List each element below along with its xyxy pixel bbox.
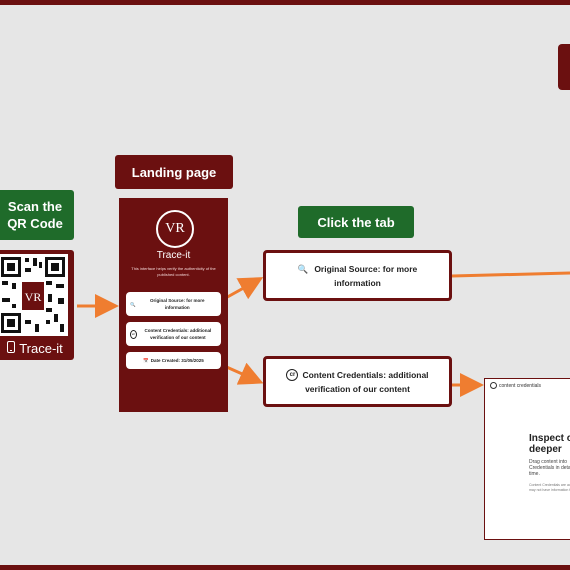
qr-logo: VR xyxy=(25,290,42,304)
landing-date-button[interactable]: 📅 Date Created: 31/05/2025 xyxy=(126,352,221,369)
click-tab-label: Click the tab xyxy=(298,206,414,238)
calendar-icon: 📅 xyxy=(143,358,149,363)
doc-brand: content credentials xyxy=(499,382,541,389)
original-source-card[interactable]: 🔍 Original Source: for more information xyxy=(263,250,452,301)
qr-caption-text: Trace-it xyxy=(19,340,63,356)
landing-subtitle: This interface helps verify the authenti… xyxy=(131,266,216,277)
arrow-landing-to-source xyxy=(221,277,264,302)
trace-it-logo: VR xyxy=(156,210,194,248)
content-credentials-preview: content credentials Inspect c deeper Dra… xyxy=(484,378,570,540)
arrow-source-offscreen xyxy=(451,271,570,278)
doc-header: content credentials xyxy=(490,382,541,389)
offscreen-label-box xyxy=(558,44,570,90)
cr-icon: cr xyxy=(286,369,299,382)
cr-icon xyxy=(490,382,497,389)
magnifier-icon: 🔍 xyxy=(297,263,309,274)
content-credentials-text: Content Credentials: additional verifica… xyxy=(302,369,429,394)
phone-icon xyxy=(7,340,16,356)
bottom-border xyxy=(0,565,570,570)
qr-code-image: VR xyxy=(0,254,68,336)
top-border xyxy=(0,0,570,5)
original-source-text: Original Source: for more information xyxy=(314,263,418,288)
doc-footnote: Content Credentials are ad may not have … xyxy=(529,483,570,492)
magnifier-icon: 🔍 xyxy=(130,301,136,307)
landing-credentials-text: Content Credentials: additional verifica… xyxy=(144,328,212,340)
doc-text: Drag content into Credentials in deta ti… xyxy=(529,459,570,477)
landing-page-mockup: VR Trace-it This interface helps verify … xyxy=(119,198,228,412)
qr-caption: Trace-it xyxy=(0,338,74,358)
landing-source-text: Original Source: for more information xyxy=(150,298,205,310)
cr-icon: cr xyxy=(130,329,137,339)
qr-code-card: VR Trace-it xyxy=(0,250,74,360)
doc-title: Inspect c deeper xyxy=(529,433,570,455)
landing-credentials-button[interactable]: cr Content Credentials: additional verif… xyxy=(126,322,221,346)
scan-qr-label: Scan the QR Code xyxy=(0,190,74,240)
arrow-landing-to-credentials xyxy=(221,362,264,385)
landing-page-label: Landing page xyxy=(115,155,233,189)
landing-date-text: Date Created: 31/05/2025 xyxy=(150,358,204,363)
landing-title: Trace-it xyxy=(156,250,191,261)
landing-source-button[interactable]: 🔍 Original Source: for more information xyxy=(126,292,221,316)
